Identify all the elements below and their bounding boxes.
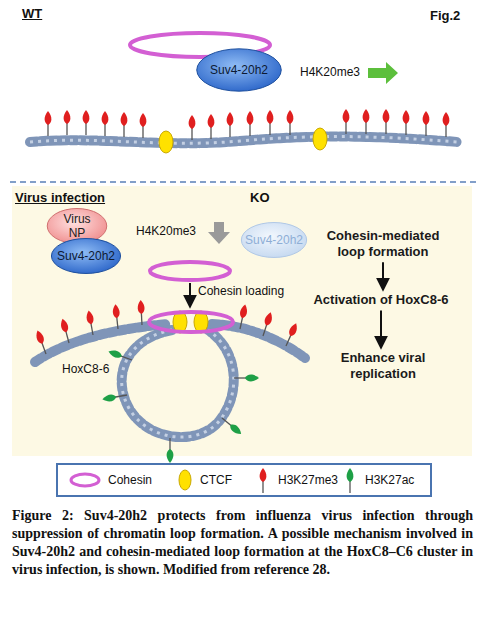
chromatin-loop: [122, 330, 234, 437]
h3k27me3-mark: [423, 111, 430, 136]
flow-arrow: [382, 262, 384, 289]
node-content: Enhance viral replication: [318, 350, 448, 381]
cohesin-ring: [71, 474, 99, 486]
h3k27me3-mark: [112, 304, 121, 330]
h3k27me3-mark: [208, 114, 215, 139]
text-label: Fig.2: [430, 8, 460, 23]
h3k27ac-mark: [234, 375, 259, 382]
legend-swatch: [176, 466, 194, 494]
legend-swatch: [341, 466, 359, 494]
h3k27me3-mark: [83, 110, 90, 135]
h3k27me3-mark: [227, 112, 234, 137]
node-text: Suv4-20h2: [210, 63, 268, 77]
h3k27me3-mark: [283, 322, 299, 348]
node-content: Suv4-20h2: [195, 47, 283, 93]
h3k27me3-mark: [403, 110, 410, 135]
h3k27me3-mark: [247, 111, 254, 136]
ellipse-fill: [241, 223, 306, 258]
chromatin-fiber: [30, 137, 458, 144]
h3k27ac-mark: [167, 438, 174, 463]
legend-entry: Cohesin: [68, 465, 152, 495]
enzyme-ellipse: Suv4-20h2: [195, 47, 283, 93]
node-text: Enhance viral replication: [318, 350, 448, 381]
legend-label: H3K27me3: [278, 473, 338, 487]
text-label: Cohesin loading: [198, 284, 284, 298]
node-content: Suv4-20h2: [240, 221, 308, 259]
flow-arrow: [380, 311, 382, 347]
depleted-enzyme-ellipse: Suv4-20h2: [240, 221, 308, 259]
node-content: Activation of HoxC8-6: [303, 292, 459, 308]
cohesin-ring: [150, 262, 230, 280]
loading-arrow: [189, 283, 191, 306]
node-text: Suv4-20h2: [57, 249, 115, 263]
text-label: Virus infection: [15, 190, 105, 205]
h3k27me3-mark: [287, 110, 294, 135]
text-label: HoxC8-6: [62, 362, 109, 376]
h3k27me3-mark: [267, 110, 274, 135]
text-label: WT: [22, 6, 42, 21]
process-step: Enhance viral replication: [318, 350, 448, 381]
chromatin-loop: [122, 330, 234, 437]
text-label: H4K20me3: [300, 65, 360, 79]
h3k27ac-mark: [347, 468, 354, 493]
ko-panel: [12, 186, 472, 456]
cohesin-ring: [149, 312, 233, 332]
node-content: Suv4-20h2: [50, 237, 122, 275]
h3k27me3-mark: [140, 113, 147, 138]
h3k27me3-mark: [45, 111, 52, 136]
ellipse-fill: [197, 49, 281, 91]
increase-arrow: [368, 62, 398, 84]
process-step: Activation of HoxC8-6: [303, 292, 459, 308]
node-text: Cohesin-mediated loop formation: [318, 228, 448, 259]
h3k27me3-mark: [121, 112, 128, 137]
h3k27me3-mark: [237, 304, 249, 330]
h3k27ac-mark: [102, 392, 128, 403]
legend-entry: H3K27me3: [254, 465, 338, 495]
process-step: Cohesin-mediated loop formation: [318, 228, 448, 259]
h3k27me3-mark: [64, 110, 71, 135]
legend-label: CTCF: [200, 473, 232, 487]
h3k27me3-mark: [260, 311, 274, 337]
ctcf-protein: [159, 131, 173, 153]
text-label: H4K20me3: [136, 224, 196, 238]
h3k27me3-mark: [189, 115, 196, 140]
legend-label: H3K27ac: [365, 473, 414, 487]
h3k27ac-mark: [107, 348, 133, 363]
h3k27me3-mark: [102, 111, 109, 136]
ellipse-fill: [51, 239, 120, 274]
chromatin-fiber: [30, 137, 458, 144]
node-text: Suv4-20h2: [245, 233, 303, 247]
ctcf-protein: [179, 470, 191, 490]
decrease-arrow: [208, 222, 230, 244]
node-text: Activation of HoxC8-6: [313, 292, 448, 308]
h3k27me3-mark: [383, 109, 390, 134]
h3k27me3-mark: [85, 310, 96, 336]
figure-caption: Figure 2: Suv4-20h2 protects from influe…: [12, 507, 473, 579]
legend-label: Cohesin: [108, 473, 152, 487]
node-text: Virus NP: [57, 212, 97, 241]
h3k27me3-mark: [34, 329, 49, 355]
h3k27me3-mark: [137, 300, 145, 325]
enzyme-ellipse: Suv4-20h2: [50, 237, 122, 275]
ctcf-protein: [313, 128, 327, 150]
legend-entry: H3K27ac: [341, 465, 414, 495]
text-label: KO: [250, 190, 270, 205]
legend-swatch: [68, 466, 102, 494]
divider-line: [10, 181, 476, 183]
h3k27ac-mark: [220, 415, 244, 436]
h3k27me3-mark: [59, 318, 72, 344]
h3k27me3-mark: [260, 468, 267, 493]
node-content: Cohesin-mediated loop formation: [318, 228, 448, 259]
h3k27me3-mark: [363, 109, 370, 134]
ellipse-fill: [47, 209, 107, 244]
legend-entry: CTCF: [176, 465, 232, 495]
h3k27me3-mark: [343, 109, 350, 134]
legend-box: Cohesin CTCF H3K27me3 H3K27ac: [56, 463, 432, 497]
legend-swatch: [254, 466, 272, 494]
h3k27me3-mark: [443, 112, 450, 137]
